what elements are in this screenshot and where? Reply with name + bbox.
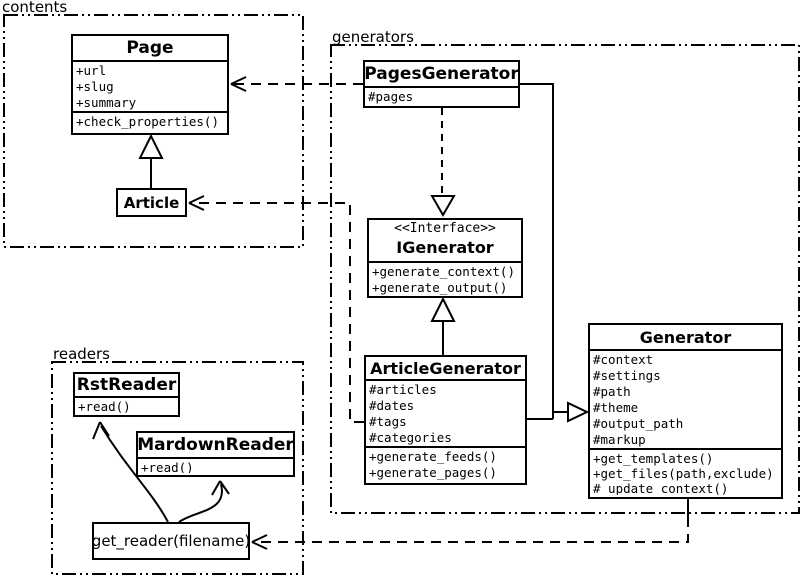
class-articlegenerator-title: ArticleGenerator <box>370 358 521 378</box>
get-reader-label: get_reader(filename) <box>91 532 251 550</box>
class-rstreader-methods: +read() <box>75 396 178 413</box>
class-page-methods: +check_properties() <box>73 111 227 133</box>
class-page-title: Page <box>126 38 174 58</box>
uml-method: +read() <box>141 460 194 473</box>
uml-attribute: #context <box>593 352 654 367</box>
open-arrowhead <box>211 480 230 496</box>
arrow-getreader-to-mardownreader <box>178 480 230 523</box>
uml-attribute: +summary <box>76 95 137 110</box>
class-pagesgenerator-title: PagesGenerator <box>365 64 518 84</box>
uml-attribute: #settings <box>593 368 661 383</box>
uml-method: +generate_feeds() <box>369 449 497 464</box>
uml-method: +get_files(path,exclude) <box>593 466 774 481</box>
uml-method: +read() <box>78 399 131 413</box>
class-page-attributes: +url +slug +summary <box>73 60 227 111</box>
open-arrowhead <box>230 76 247 92</box>
class-generator-methods: +get_templates() +get_files(path,exclude… <box>590 448 781 495</box>
package-contents-label: contents <box>2 0 68 16</box>
inheritance-articlegenerator-to-igenerator <box>430 296 456 355</box>
inheritance-generators-to-generator <box>519 83 590 423</box>
class-igenerator-methods: +generate_context() +generate_output() <box>369 261 521 296</box>
class-generator-attributes: #context #settings #path #theme #output_… <box>590 349 781 448</box>
class-article: Article <box>116 188 187 217</box>
class-pagesgenerator-attributes: #pages <box>365 86 518 106</box>
class-igenerator-title: <<Interface>> IGenerator <box>369 220 521 261</box>
uml-attribute: #articles <box>369 382 437 397</box>
class-articlegenerator-methods: +generate_feeds() +generate_pages() <box>366 446 525 481</box>
uml-method: +generate_output() <box>372 280 508 295</box>
dependency-pagesgenerator-to-page <box>230 76 363 92</box>
package-readers-label: readers <box>53 345 110 363</box>
class-igenerator: <<Interface>> IGenerator +generate_conte… <box>367 218 523 298</box>
realization-pagesgenerator-to-igenerator <box>430 108 456 217</box>
dependency-generator-to-getreader <box>251 499 689 550</box>
uml-attribute: #markup <box>593 432 646 447</box>
class-articlegenerator: ArticleGenerator #articles #dates #tags … <box>364 355 527 485</box>
uml-attribute: #categories <box>369 430 452 445</box>
class-page: Page +url +slug +summary +check_properti… <box>71 34 229 135</box>
dependency-articlegenerator-to-article <box>188 195 364 423</box>
uml-attribute: +slug <box>76 79 114 94</box>
inheritance-article-to-page <box>138 133 164 188</box>
function-box-get-reader: get_reader(filename) <box>92 522 250 560</box>
uml-method: +get_templates() <box>593 451 714 466</box>
class-rstreader: RstReader +read() <box>73 372 180 417</box>
class-pagesgenerator: PagesGenerator #pages <box>363 60 520 108</box>
open-arrowhead <box>92 421 110 440</box>
uml-attribute: #tags <box>369 414 407 429</box>
class-rstreader-title: RstReader <box>76 375 177 395</box>
class-generator-title: Generator <box>639 327 732 347</box>
uml-attribute: #path <box>593 384 631 399</box>
uml-attribute: #dates <box>369 398 415 413</box>
class-article-title: Article <box>123 193 180 212</box>
class-articlegenerator-attributes: #articles #dates #tags #categories <box>366 379 525 446</box>
class-mardownreader: MardownReader +read() <box>136 431 295 477</box>
uml-attribute: +url <box>76 63 107 78</box>
uml-method: #_update_context() <box>593 481 729 495</box>
interface-stereotype: <<Interface>> <box>394 221 496 236</box>
class-mardownreader-methods: +read() <box>138 457 293 473</box>
uml-method: +generate_context() <box>372 264 515 279</box>
uml-method: +check_properties() <box>76 114 219 129</box>
uml-attribute: #output_path <box>593 416 684 431</box>
package-generators-label: generators <box>332 28 414 46</box>
class-generator: Generator #context #settings #path #them… <box>588 323 783 499</box>
uml-attribute: #theme <box>593 400 639 415</box>
uml-attribute: #pages <box>368 89 414 104</box>
open-arrowhead <box>188 195 205 211</box>
class-igenerator-name: IGenerator <box>396 238 494 257</box>
class-mardownreader-title: MardownReader <box>138 435 293 455</box>
uml-method: +generate_pages() <box>369 465 497 480</box>
open-arrowhead <box>251 534 268 550</box>
